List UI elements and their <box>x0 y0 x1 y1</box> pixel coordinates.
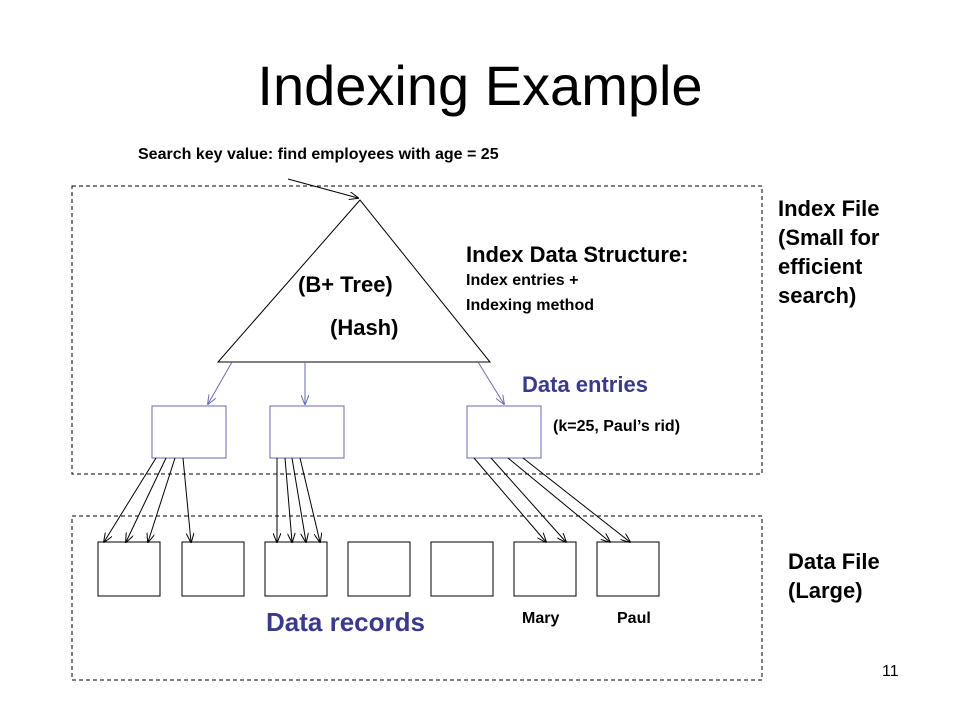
index-file-region <box>71 185 763 475</box>
search-key-label: Search key value: find employees with ag… <box>138 146 499 163</box>
data-file-line: Data File <box>788 549 880 574</box>
entry-to-record-arrow <box>291 457 306 542</box>
tree-to-entry-arrow <box>477 361 504 404</box>
hash-label: (Hash) <box>330 315 399 340</box>
index-file-label: Index File (Small for efficient search) <box>778 194 928 310</box>
entry-to-record-arrow <box>507 457 610 542</box>
index-data-structure-line: Index entries + <box>466 272 579 289</box>
data-entry-box <box>466 405 542 459</box>
data-record-box-mary <box>513 541 577 597</box>
entry-to-record-arrow <box>522 457 630 542</box>
data-record-box <box>430 541 494 597</box>
b-plus-tree-label: (B+ Tree) <box>298 272 393 297</box>
entry-to-record-arrow <box>299 457 320 542</box>
search-arrow <box>287 178 358 198</box>
slide-title: Indexing Example <box>257 54 703 117</box>
entry-to-record-arrow <box>490 457 566 542</box>
index-file-line: efficient <box>778 254 863 279</box>
index-data-structure-label: Index Data Structure: <box>466 242 689 267</box>
data-record-box <box>347 541 411 597</box>
entry-to-record-arrow <box>284 457 292 542</box>
data-entry-box <box>151 405 227 459</box>
data-record-box <box>97 541 161 597</box>
entry-to-record-arrow <box>104 457 157 542</box>
index-triangle <box>216 199 492 363</box>
data-record-box <box>264 541 328 597</box>
data-file-region <box>71 515 763 681</box>
index-file-line: Index File <box>778 196 880 221</box>
data-entry-box <box>269 405 345 459</box>
index-data-structure-line: Indexing method <box>466 297 594 314</box>
entry-to-record-arrow <box>182 457 191 542</box>
mary-label: Mary <box>522 610 560 627</box>
entry-to-record-arrow <box>473 457 546 542</box>
entry-to-record-arrow <box>148 457 176 542</box>
entry-to-record-arrow <box>126 457 167 542</box>
data-record-box <box>181 541 245 597</box>
data-record-box-paul <box>596 541 660 597</box>
page-number: 11 <box>882 663 899 680</box>
index-file-line: search) <box>778 283 857 308</box>
tree-to-entry-arrow <box>208 361 233 404</box>
data-file-line: (Large) <box>788 578 863 603</box>
data-entries-label: Data entries <box>522 372 648 397</box>
index-file-line: (Small for <box>778 225 880 250</box>
data-file-label: Data File (Large) <box>788 547 908 605</box>
data-records-label: Data records <box>266 607 425 637</box>
paul-label: Paul <box>617 610 651 627</box>
entry-example-label: (k=25, Paul’s rid) <box>553 418 681 435</box>
